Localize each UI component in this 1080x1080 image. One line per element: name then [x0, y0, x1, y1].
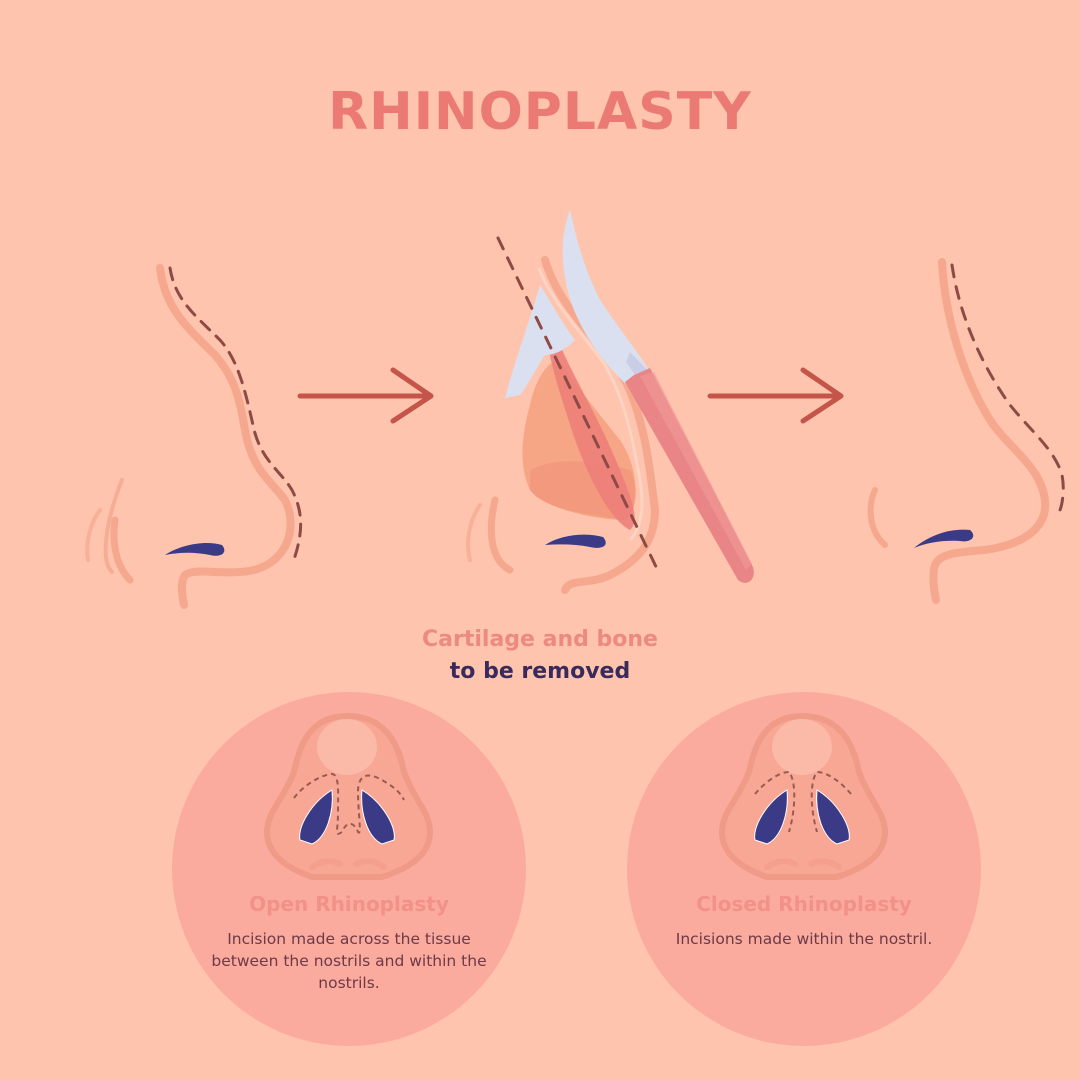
caption-line-1: Cartilage and bone [422, 627, 658, 652]
arrow-right-icon [297, 367, 434, 424]
nose-surgery-illustration [466, 210, 754, 594]
removal-caption: Cartilage and bone to be removed [340, 624, 740, 688]
procedure-description: Incision made across the tissue between … [211, 930, 487, 992]
procedure-title: Closed Rhinoplasty [696, 892, 912, 916]
open-rhinoplasty-card: Open Rhinoplasty Incision made across th… [172, 692, 526, 1046]
procedure-title: Open Rhinoplasty [249, 892, 449, 916]
caption-line-2: to be removed [449, 659, 631, 684]
nose-bottom-closed-icon [718, 712, 889, 880]
closed-rhinoplasty-card: Closed Rhinoplasty Incisions made within… [627, 692, 981, 1046]
nostril-icon [165, 543, 225, 556]
nostril-icon [545, 534, 606, 548]
nose-bottom-open-icon [263, 712, 434, 880]
procedure-description: Incisions made within the nostril. [675, 930, 933, 948]
nose-after-illustration [867, 258, 1065, 604]
nose-before-illustration [85, 264, 303, 609]
arrow-right-icon [707, 367, 844, 424]
scalpel-icon [562, 210, 754, 583]
page-title: RHINOPLASTY [328, 82, 752, 142]
nostril-icon [914, 529, 974, 548]
